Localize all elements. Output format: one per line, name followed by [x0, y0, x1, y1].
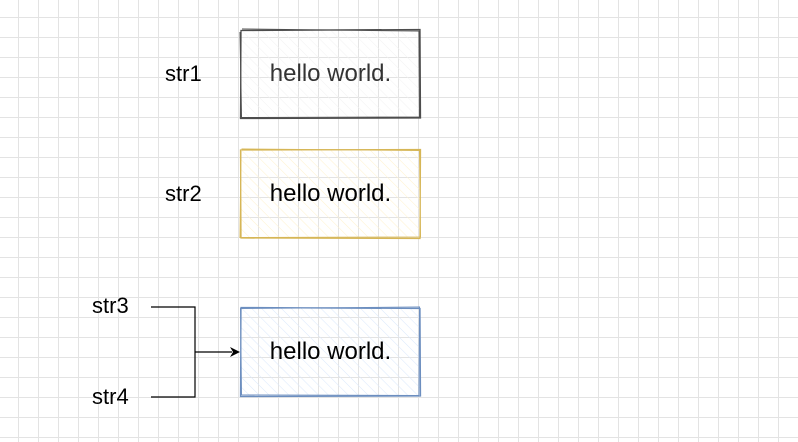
label-str2: str2	[165, 181, 202, 206]
connector-str4-line	[151, 352, 196, 398]
box-str1-value: hello world.	[239, 28, 422, 120]
box-shared-value: hello world.	[239, 306, 422, 398]
box-str1-sketch	[239, 28, 422, 120]
box-str1-text: hello world.	[269, 60, 392, 87]
box-str2-sketch	[239, 148, 422, 240]
connector-str3-line	[151, 306, 196, 352]
arrowhead-icon	[230, 347, 240, 357]
box-str2-text: hello world.	[269, 180, 392, 207]
label-str4: str4	[92, 384, 129, 409]
box-shared-sketch	[239, 306, 422, 398]
label-str3: str3	[92, 293, 129, 318]
label-str1: str1	[165, 61, 202, 86]
box-str2-value: hello world.	[239, 148, 422, 240]
box-shared-text: hello world.	[269, 338, 392, 365]
